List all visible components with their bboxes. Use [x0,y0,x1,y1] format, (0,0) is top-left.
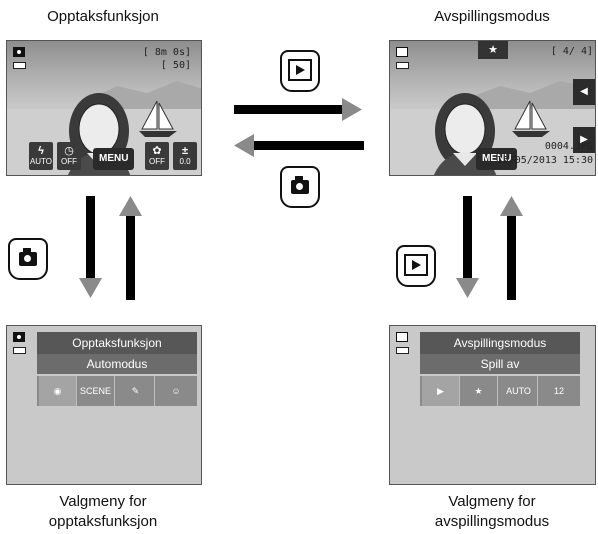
flash-icon: ϟ [38,145,44,157]
auto-mode-icon[interactable]: ◉ [39,376,77,406]
flash-mode-value: AUTO [29,157,53,166]
playback-button[interactable] [280,50,320,92]
battery-icon [396,347,409,354]
playback-button[interactable] [396,245,436,287]
auto-sort-icon[interactable]: AUTO [500,376,538,406]
label-playback-menu: Valgmeny for avspillingsmodus [392,492,592,532]
arrow-to-shooting-menu [79,196,102,298]
battery-icon [13,62,26,69]
label-playback-menu-line2: avspillingsmodus [434,513,550,530]
date-time: 15/05/2013 15:30 [496,155,593,166]
smart-portrait-icon[interactable]: ☺ [171,386,181,396]
image-counter: [ 4/ 4] [550,46,593,57]
exposure-icon: ± [181,145,189,157]
favorites-icon[interactable]: ★ [460,376,498,406]
camera-mode-icon [13,332,25,342]
favorite-badge[interactable]: ★ [478,41,508,59]
shooting-screen: [ 8m 0s] [ 50] ϟ AUTO ◷ OFF MENU ✿ OFF ±… [6,40,202,176]
flash-mode-button[interactable]: ϟ AUTO [29,142,53,170]
arrow-from-shooting-menu [119,196,142,300]
file-name: 0004.JPG [544,141,593,152]
label-shooting-menu-line1: Valgmeny for [59,493,147,510]
camera-icon [19,248,37,266]
play-icon[interactable]: ▶ [422,376,460,406]
label-shooting-menu-line2: opptaksfunksjon [48,513,158,530]
arrow-from-playback-menu [500,196,523,300]
list-by-date-icon[interactable]: 12 [553,386,564,396]
shooting-mode-button[interactable] [280,166,320,208]
selected-mode-label: Automodus [37,354,197,374]
playback-mode-icon [396,47,408,57]
label-playback-menu-line1: Valgmeny for [448,493,536,510]
mode-icon-row: ▶ ★ AUTO 12 [420,376,580,406]
exposure-compensation-button[interactable]: ± 0.0 [173,142,197,170]
self-timer-button[interactable]: ◷ OFF [57,142,81,170]
selected-mode-label: Spill av [420,354,580,374]
special-effects-icon[interactable]: ✎ [117,376,155,406]
camera-mode-icon [13,47,25,57]
next-image-button[interactable]: ▶ [573,127,595,153]
shooting-mode-button[interactable] [8,238,48,280]
self-timer-icon: ◷ [64,145,74,157]
macro-icon: ✿ [152,145,162,157]
recording-time: [ 8m 0s] [142,47,191,58]
label-shooting-mode: Opptaksfunksjon [47,8,159,25]
label-shooting-menu: Valgmeny for opptaksfunksjon [5,492,201,532]
shooting-menu-screen: Opptaksfunksjon Automodus ◉ SCENE ✎ ☺ [6,325,202,485]
previous-image-button[interactable]: ◀ [573,79,595,105]
battery-icon [13,347,26,354]
exposure-value: 0.0 [179,157,191,166]
arrow-to-shooting [234,134,364,157]
macro-mode-value: OFF [149,157,165,166]
playback-menu-screen: Avspillingsmodus Spill av ▶ ★ AUTO 12 [389,325,596,485]
menu-header: Opptaksfunksjon [37,332,197,354]
playback-icon [296,65,305,75]
playback-mode-icon [396,332,408,342]
playback-screen: ★ [ 4/ 4] ◀ ▶ 0004.JPG MENU 15/05/2013 1… [389,40,596,176]
camera-icon [291,176,309,194]
menu-button[interactable]: MENU [476,148,518,170]
label-playback-mode: Avspillingsmodus [434,8,550,25]
exposures-remaining: [ 50] [160,60,191,71]
favorite-icon: ★ [488,44,498,56]
playback-icon [412,260,421,270]
arrow-to-playback-menu [456,196,479,298]
mode-icon-row: ◉ SCENE ✎ ☺ [37,376,197,406]
menu-header: Avspillingsmodus [420,332,580,354]
macro-mode-button[interactable]: ✿ OFF [145,142,169,170]
scene-icon[interactable]: SCENE [77,376,115,406]
menu-button[interactable]: MENU [93,148,135,170]
battery-icon [396,62,409,69]
self-timer-value: OFF [61,157,77,166]
arrow-to-playback [234,98,362,121]
